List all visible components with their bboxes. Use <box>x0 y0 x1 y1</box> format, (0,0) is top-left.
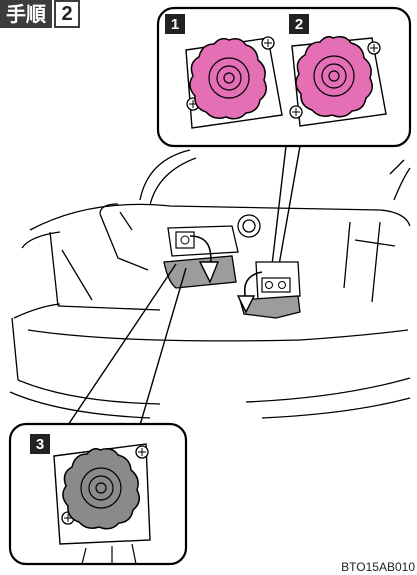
callout-3: 3 <box>36 436 44 453</box>
right-access-cover <box>238 262 300 318</box>
callout-1: 1 <box>171 16 179 33</box>
cap-1 <box>190 39 266 119</box>
cap-2 <box>296 37 372 117</box>
callout-2: 2 <box>295 16 303 33</box>
left-access-cover <box>164 226 238 288</box>
cap-3 <box>63 449 139 529</box>
figure-code: BTO15AB010 <box>341 560 415 574</box>
